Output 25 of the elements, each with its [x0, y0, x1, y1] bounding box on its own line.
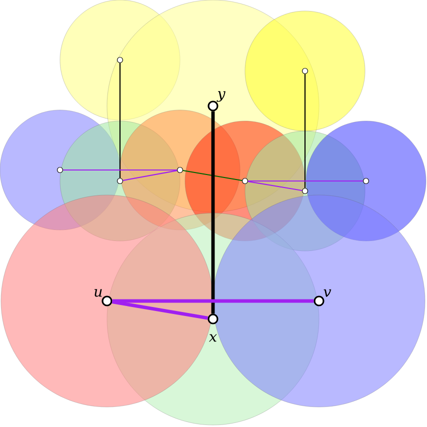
labeled-point: [314, 296, 324, 306]
point: [362, 178, 370, 184]
point: [116, 56, 124, 64]
line-segment: [248, 180, 302, 192]
line-segment: [63, 169, 177, 171]
line-segment: [248, 180, 363, 182]
line-segment: [112, 299, 314, 303]
point-label: v: [324, 289, 332, 297]
line-segment: [182, 170, 242, 182]
point-label: u: [94, 289, 102, 297]
point: [302, 68, 308, 74]
labeled-point: [208, 100, 218, 112]
point: [56, 166, 64, 174]
line-segment: [119, 63, 121, 178]
point: [116, 178, 124, 184]
point-label: y: [216, 91, 226, 102]
point: [176, 166, 184, 174]
point-label: x: [209, 334, 217, 342]
line-segment: [122, 170, 178, 181]
point: [242, 178, 248, 184]
point: [302, 188, 308, 194]
labeled-point: [102, 296, 112, 306]
line-segment: [112, 300, 208, 320]
line-segment: [304, 74, 306, 188]
labeled-point: [208, 314, 218, 324]
